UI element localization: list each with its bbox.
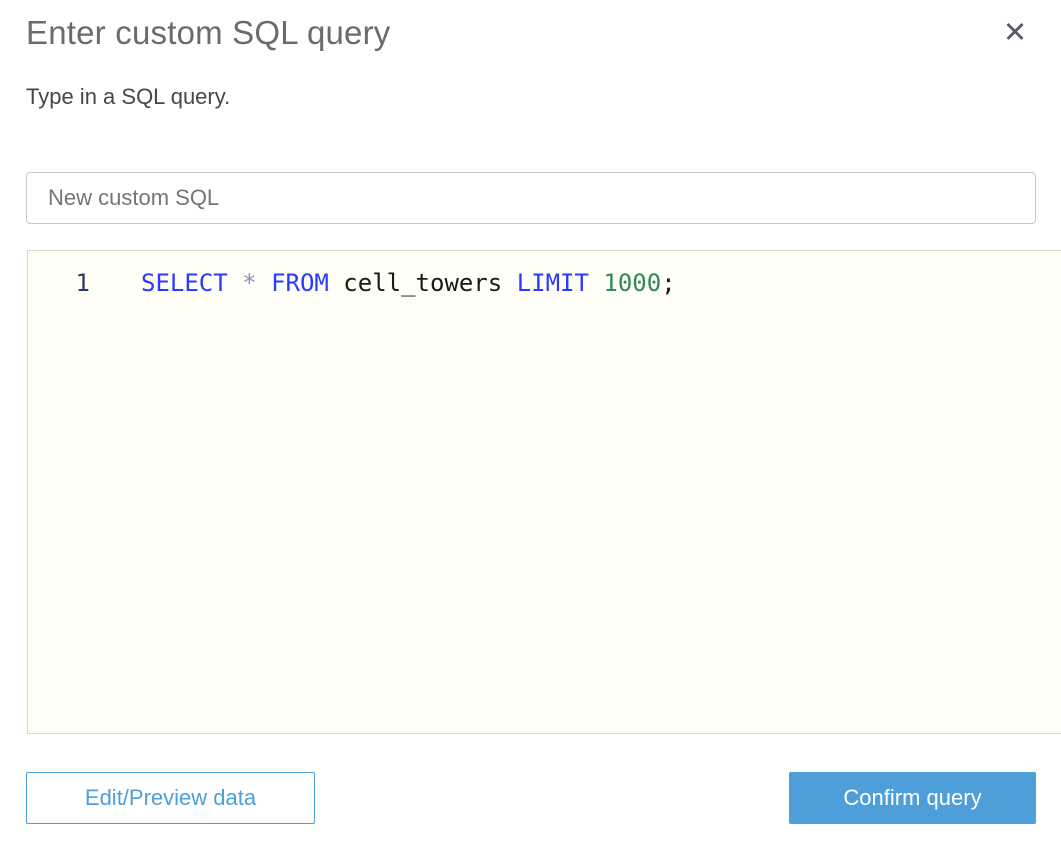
close-icon[interactable]: ✕ <box>999 16 1031 48</box>
query-name-input[interactable] <box>26 172 1036 224</box>
page-title: Enter custom SQL query <box>26 14 391 51</box>
code-line: 1 SELECT * FROM cell_towers LIMIT 1000; <box>28 268 1061 298</box>
edit-preview-data-button[interactable]: Edit/Preview data <box>26 772 315 824</box>
sql-code-editor[interactable]: 1 SELECT * FROM cell_towers LIMIT 1000; <box>27 250 1061 734</box>
modal-subtitle: Type in a SQL query. <box>26 84 231 109</box>
confirm-query-button[interactable]: Confirm query <box>789 772 1036 824</box>
sql-code-text: SELECT * FROM cell_towers LIMIT 1000; <box>141 269 676 297</box>
line-number: 1 <box>75 269 90 297</box>
